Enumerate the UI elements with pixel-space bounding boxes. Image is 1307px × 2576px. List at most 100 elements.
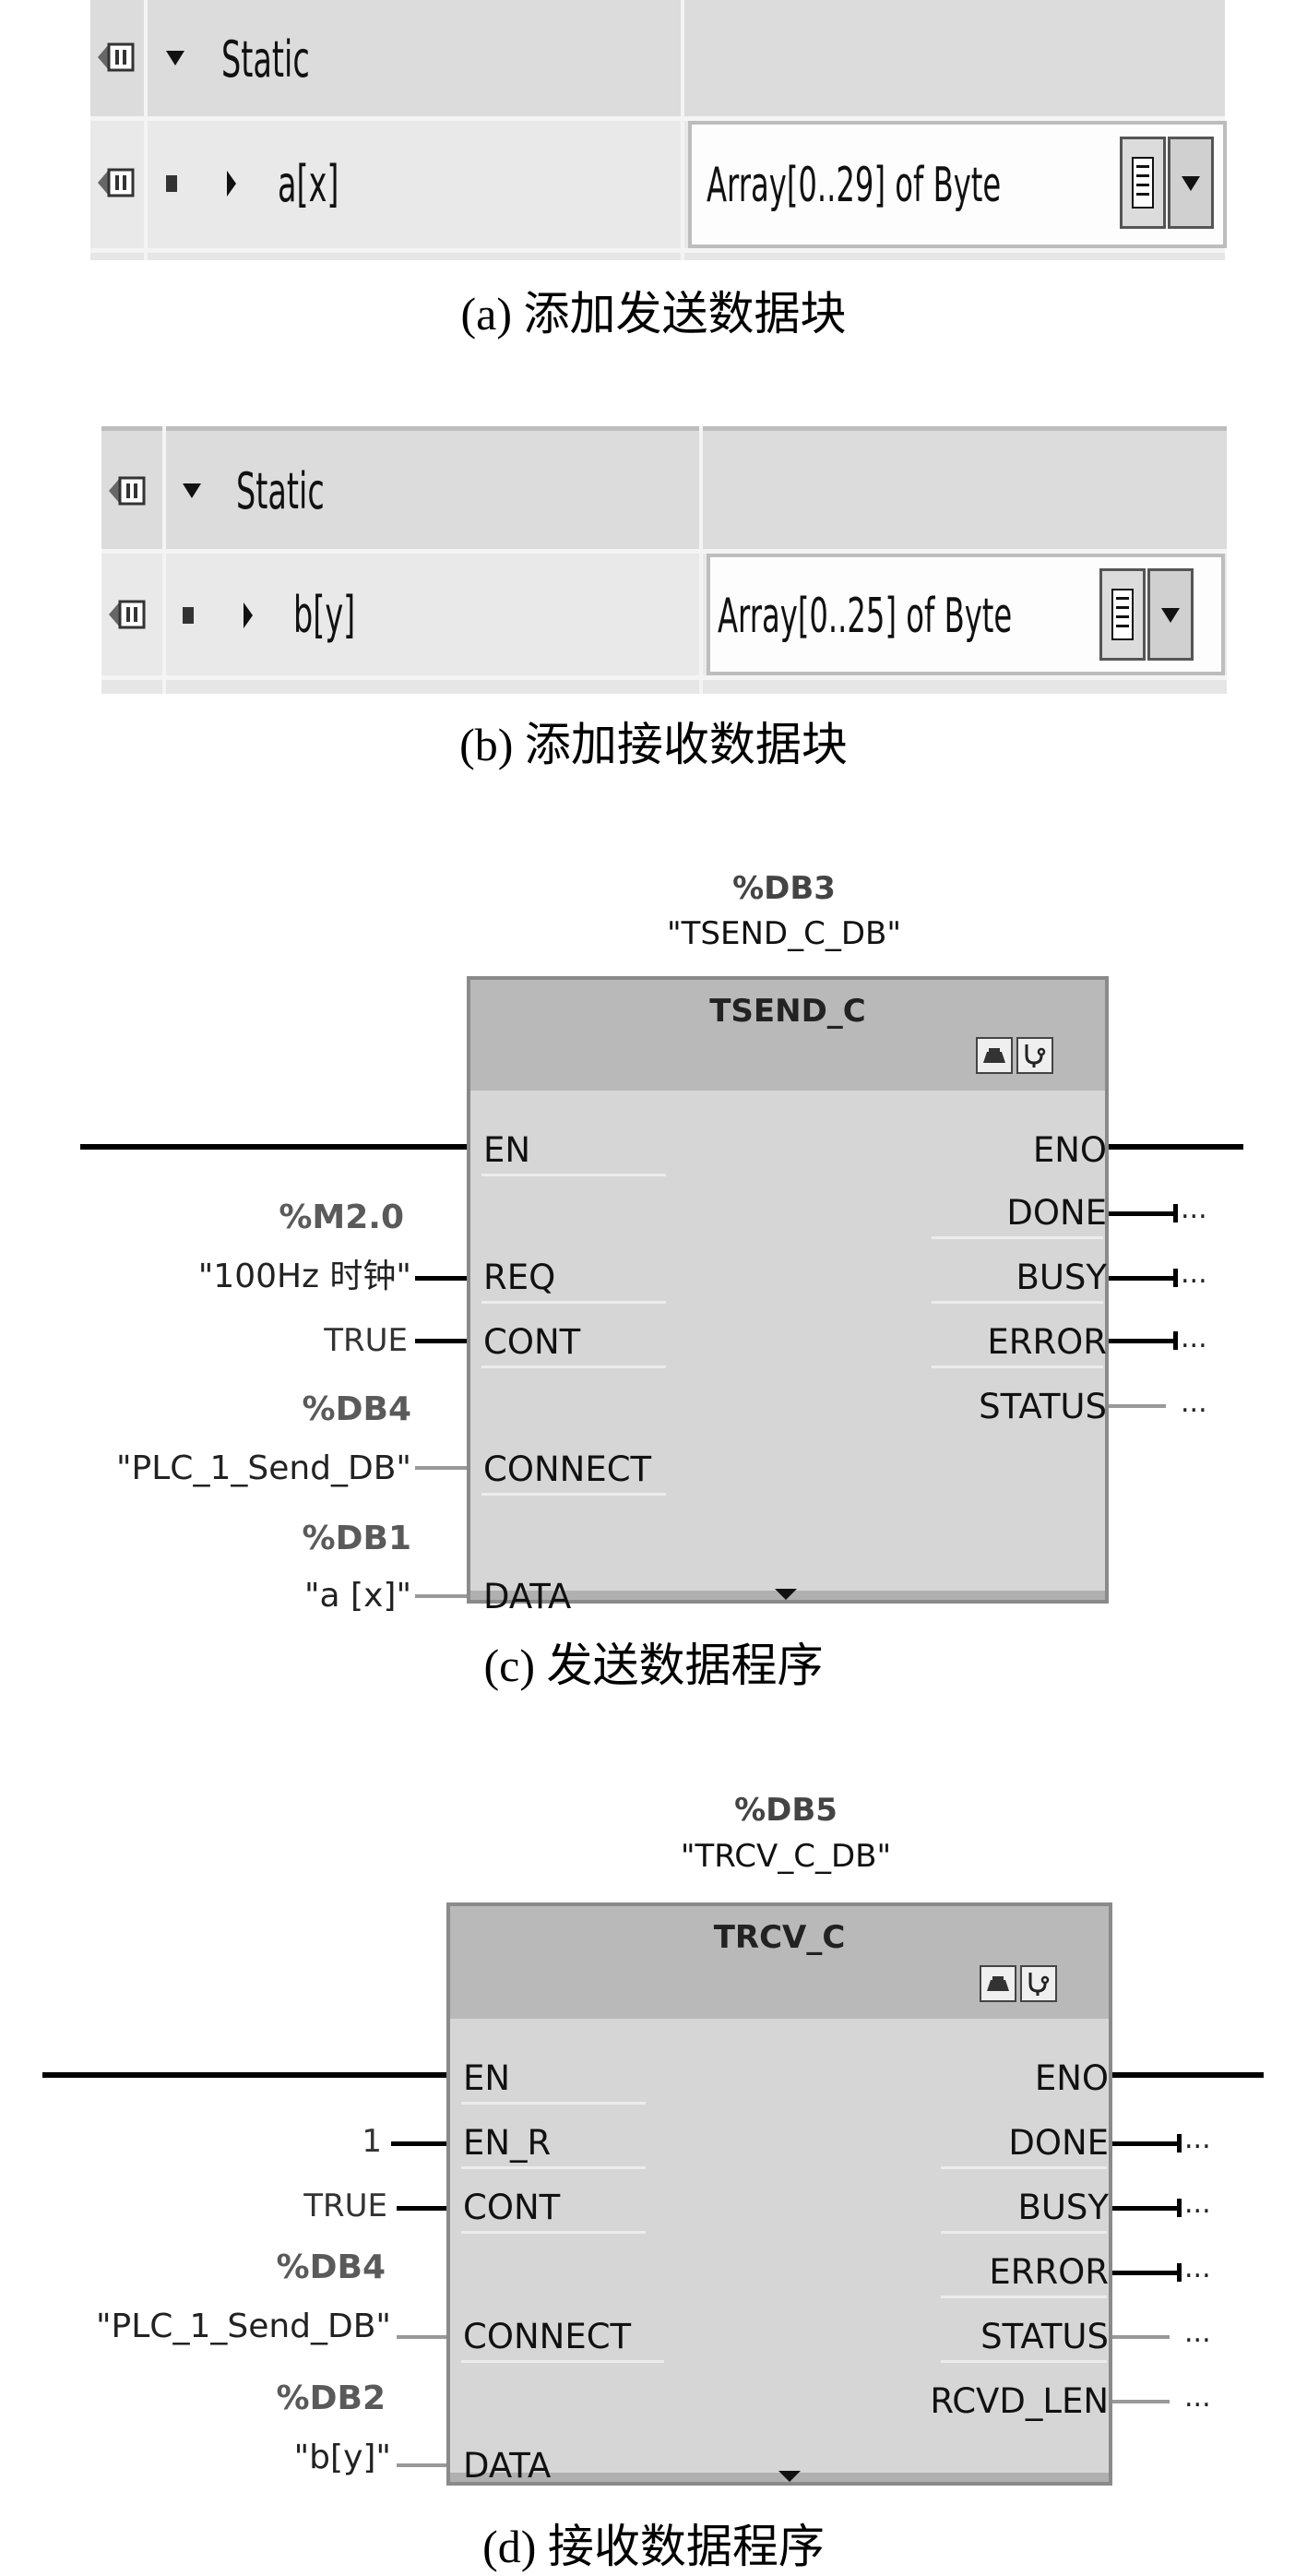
pin-status: STATUS bbox=[979, 1387, 1107, 1426]
pin-busy: BUSY bbox=[1017, 2188, 1109, 2227]
type-dropdown-button[interactable] bbox=[1147, 568, 1194, 661]
caption-b: (b) 添加接收数据块 bbox=[459, 719, 848, 770]
pin-done: DONE bbox=[1006, 1193, 1107, 1233]
rcvd-len-value: ... bbox=[1184, 2381, 1211, 2414]
pin-rcvd-len: RCVD_LEN bbox=[930, 2381, 1109, 2421]
expand-pins-icon[interactable] bbox=[775, 1589, 797, 1600]
connect-operand-name: "PLC_1_Send_DB" bbox=[95, 2308, 391, 2345]
static-header-row[interactable] bbox=[90, 0, 1225, 116]
error-wire-end bbox=[1173, 1331, 1178, 1350]
list-icon bbox=[1111, 589, 1134, 640]
data-operand-address: %DB1 bbox=[302, 1520, 411, 1557]
power-rail-out bbox=[1112, 2072, 1264, 2078]
done-value: ... bbox=[1184, 2123, 1211, 2155]
pin-underline bbox=[461, 2360, 664, 2363]
column-separator bbox=[144, 0, 148, 260]
diagnostics-icon[interactable] bbox=[1020, 1965, 1057, 2002]
instance-db-name: "TSEND_C_DB" bbox=[667, 915, 901, 952]
power-rail-in bbox=[42, 2072, 446, 2078]
power-rail-out bbox=[1109, 1144, 1243, 1150]
expand-pins-icon[interactable] bbox=[778, 2471, 801, 2482]
pin-underline bbox=[932, 1301, 1103, 1304]
block-title: TRCV_C bbox=[713, 1919, 846, 1956]
diagnostics-icon[interactable] bbox=[1016, 1037, 1053, 1074]
data-wire bbox=[397, 2463, 446, 2467]
data-block-table-b: Static b[y] Array[0..25] of Byte bbox=[101, 426, 1227, 694]
status-value: ... bbox=[1184, 2317, 1211, 2349]
tsend-c-block[interactable]: TSEND_C bbox=[467, 976, 1109, 1604]
connection-glyph bbox=[983, 1048, 1005, 1063]
pin-en: EN bbox=[483, 1130, 531, 1170]
data-type-text: Array[0..29] of Byte bbox=[707, 158, 1002, 213]
done-wire bbox=[1109, 1211, 1175, 1216]
chevron-down-icon bbox=[1182, 176, 1200, 191]
data-operand-name: "a [x]" bbox=[303, 1577, 411, 1615]
pin-error: ERROR bbox=[989, 2252, 1109, 2292]
power-rail-in bbox=[80, 1144, 467, 1150]
error-wire bbox=[1109, 1339, 1175, 1343]
status-wire bbox=[1112, 2335, 1170, 2339]
column-separator bbox=[681, 0, 684, 260]
data-operand-address: %DB2 bbox=[276, 2379, 386, 2417]
interface-icon bbox=[109, 476, 146, 506]
static-header-row[interactable] bbox=[101, 431, 1227, 549]
trcv-c-block[interactable]: TRCV_C bbox=[446, 1902, 1112, 2486]
connection-config-icon[interactable] bbox=[976, 1037, 1013, 1074]
collapse-arrow-icon[interactable] bbox=[227, 171, 236, 197]
column-separator bbox=[162, 426, 166, 694]
static-label: Static bbox=[236, 462, 325, 520]
pin-underline bbox=[481, 1366, 666, 1368]
instance-db-address: %DB3 bbox=[732, 870, 836, 907]
pin-done: DONE bbox=[1008, 2123, 1109, 2163]
busy-value: ... bbox=[1181, 1258, 1207, 1290]
block-title: TSEND_C bbox=[709, 993, 866, 1030]
stethoscope-glyph bbox=[1028, 1973, 1050, 1996]
collapse-arrow-icon[interactable] bbox=[244, 602, 253, 628]
caption-d: (d) 接收数据程序 bbox=[482, 2521, 825, 2572]
pin-underline bbox=[932, 1236, 1103, 1239]
static-label: Static bbox=[221, 30, 310, 89]
stethoscope-glyph bbox=[1025, 1044, 1046, 1067]
type-list-button[interactable] bbox=[1120, 137, 1166, 229]
status-value: ... bbox=[1181, 1387, 1207, 1419]
busy-wire-end bbox=[1177, 2199, 1182, 2217]
req-operand-address: %M2.0 bbox=[279, 1199, 404, 1236]
pin-underline bbox=[941, 2360, 1107, 2363]
pin-underline bbox=[481, 1174, 666, 1176]
pin-underline bbox=[941, 2231, 1107, 2234]
array-name: b[y] bbox=[293, 586, 356, 644]
expand-arrow-icon[interactable] bbox=[183, 483, 201, 498]
pin-underline bbox=[461, 2166, 646, 2169]
interface-icon bbox=[98, 168, 135, 197]
row-separator bbox=[101, 549, 1227, 554]
row-separator bbox=[101, 426, 1227, 431]
expand-arrow-icon[interactable] bbox=[166, 51, 184, 66]
data-wire bbox=[415, 1594, 467, 1598]
pin-busy: BUSY bbox=[1016, 1258, 1107, 1297]
interface-icon bbox=[98, 42, 135, 72]
instance-db-name: "TRCV_C_DB" bbox=[680, 1838, 892, 1875]
row-separator bbox=[90, 248, 1225, 253]
pin-en-r: EN_R bbox=[463, 2123, 552, 2163]
done-wire bbox=[1112, 2141, 1179, 2146]
req-wire bbox=[415, 1276, 467, 1281]
type-list-button[interactable] bbox=[1099, 568, 1146, 661]
row-separator bbox=[101, 675, 1227, 680]
pin-underline bbox=[941, 2296, 1107, 2298]
pin-underline bbox=[481, 1301, 666, 1304]
rcvd-len-wire bbox=[1112, 2400, 1170, 2403]
cont-wire bbox=[415, 1339, 467, 1343]
data-block-table-a: Static a[x] Array[0..29] of Byte bbox=[90, 0, 1227, 260]
connection-glyph bbox=[987, 1976, 1009, 1991]
caption-a: (a) 添加发送数据块 bbox=[460, 288, 847, 340]
en-r-wire bbox=[391, 2141, 446, 2146]
pin-eno: ENO bbox=[1032, 1130, 1107, 1170]
busy-wire-end bbox=[1173, 1269, 1178, 1287]
connect-operand-address: %DB4 bbox=[302, 1390, 411, 1428]
pin-data: DATA bbox=[463, 2446, 552, 2486]
type-dropdown-button[interactable] bbox=[1168, 137, 1214, 229]
pin-error: ERROR bbox=[987, 1322, 1107, 1362]
busy-value: ... bbox=[1184, 2188, 1211, 2220]
connection-config-icon[interactable] bbox=[980, 1965, 1016, 2002]
instance-db-address: %DB5 bbox=[734, 1792, 838, 1829]
